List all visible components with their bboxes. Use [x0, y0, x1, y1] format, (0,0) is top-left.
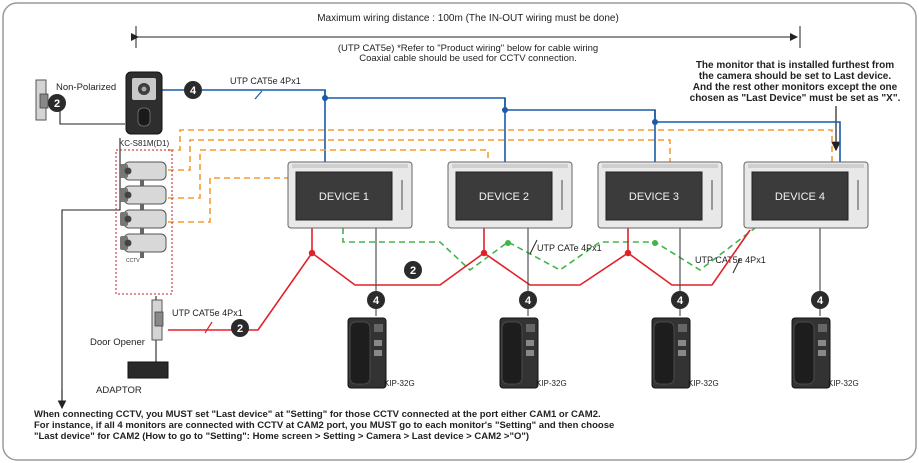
- monitor-note-line1: The monitor that is installed furthest f…: [696, 60, 894, 71]
- cable-label-door: UTP CAT5e 4Px1: [172, 308, 243, 318]
- interphone: KIP-32G: [499, 317, 567, 389]
- device-label: DEVICE 2: [479, 191, 529, 203]
- badge-label: 2: [54, 98, 60, 110]
- bus-junction: [322, 95, 328, 101]
- interphone-label: KIP-32G: [688, 379, 719, 388]
- cable-label-mid: UTP CATe 4Px1: [537, 243, 602, 253]
- monitor-device: DEVICE 2: [447, 161, 573, 229]
- badge-label: 2: [237, 323, 243, 335]
- monitor-note-line3: And the rest other monitors except the o…: [693, 82, 898, 93]
- power-junction: [624, 249, 632, 257]
- cctv-camera: CCTV: [120, 233, 167, 264]
- monitor-device: DEVICE 3: [597, 161, 723, 229]
- badge-label: 2: [410, 265, 416, 277]
- number-badge: 4: [671, 291, 689, 309]
- badge-label: 4: [373, 295, 380, 307]
- badge-label: 4: [677, 295, 684, 307]
- red-power-line: [168, 228, 751, 331]
- device-label: DEVICE 4: [775, 191, 825, 203]
- power-junction: [308, 249, 316, 257]
- footer-line1: When connecting CCTV, you MUST set "Last…: [34, 409, 601, 420]
- number-badge: 2: [231, 319, 249, 337]
- green-junction: [505, 240, 511, 246]
- footer-line2: For instance, if all 4 monitors are conn…: [34, 420, 614, 431]
- interphone-label: KIP-32G: [536, 379, 567, 388]
- number-badge: 4: [367, 291, 385, 309]
- monitor-note-line2: the camera should be set to Last device.: [699, 71, 892, 82]
- interphone: KIP-32G: [347, 317, 415, 389]
- cable-slash: [254, 90, 263, 100]
- monitors: DEVICE 1 DEVICE 2 DEVICE 3 DEVICE 4: [287, 161, 869, 229]
- cable-label-right: UTP CAT5e 4Px1: [695, 255, 766, 265]
- interphone: KIP-32G: [791, 317, 859, 389]
- camera-model-label: KC-S81M(D1): [119, 139, 170, 148]
- green-dashed-bus: [342, 227, 756, 272]
- cctv-label: CCTV: [126, 258, 140, 264]
- interphones: KIP-32G KIP-32G KIP-32G KIP-32G: [347, 317, 859, 389]
- number-badge: 4: [811, 291, 829, 309]
- cctv-coax-lines: [168, 129, 833, 223]
- door-camera: [125, 71, 163, 135]
- cable-slash: [529, 239, 538, 255]
- cctv-group-box: [115, 149, 173, 295]
- bus-junction: [652, 119, 658, 125]
- power-junction: [480, 249, 488, 257]
- monitor-device: DEVICE 1: [287, 161, 413, 229]
- footer-line3: "Last device" for CAM2 (How to go to "Se…: [34, 431, 529, 442]
- device-label: DEVICE 3: [629, 191, 679, 203]
- number-badge: 4: [519, 291, 537, 309]
- cctv-cameras: CCTVCCTVCCTVCCTV: [120, 161, 167, 264]
- badge-label: 4: [190, 85, 197, 97]
- number-badge: 2: [404, 261, 422, 279]
- door-lock: [35, 79, 49, 121]
- interphone-label: KIP-32G: [828, 379, 859, 388]
- bus-junction: [502, 107, 508, 113]
- cable-slash: [732, 258, 741, 274]
- cable-slash: [204, 321, 213, 334]
- cable-label-top: UTP CAT5e 4Px1: [230, 76, 301, 86]
- max-distance-text: Maximum wiring distance : 100m (The IN-O…: [317, 13, 619, 24]
- number-badge: 4: [184, 81, 202, 99]
- device-label: DEVICE 1: [319, 191, 369, 203]
- phone-lines: [375, 228, 821, 316]
- coax-note-text: Coaxial cable should be used for CCTV co…: [359, 53, 577, 64]
- badges: 4 2 2 2 4 4 4 4: [48, 81, 829, 337]
- monitor-device: DEVICE 4: [743, 161, 869, 229]
- badge-label: 4: [525, 295, 532, 307]
- monitor-note-line4: chosen as "Last Device" must be set as "…: [690, 93, 901, 104]
- adaptor: [127, 361, 169, 379]
- number-badge: 2: [48, 94, 66, 112]
- door-opener-label: Door Opener: [90, 337, 145, 348]
- cable-note-text: (UTP CAT5e) *Refer to "Product wiring" b…: [338, 43, 598, 54]
- badge-label: 4: [817, 295, 824, 307]
- green-junction: [652, 240, 658, 246]
- interphone: KIP-32G: [651, 317, 719, 389]
- interphone-label: KIP-32G: [384, 379, 415, 388]
- adaptor-label: ADAPTOR: [96, 385, 142, 396]
- non-polarized-label: Non-Polarized: [56, 82, 116, 93]
- door-opener: [151, 299, 164, 341]
